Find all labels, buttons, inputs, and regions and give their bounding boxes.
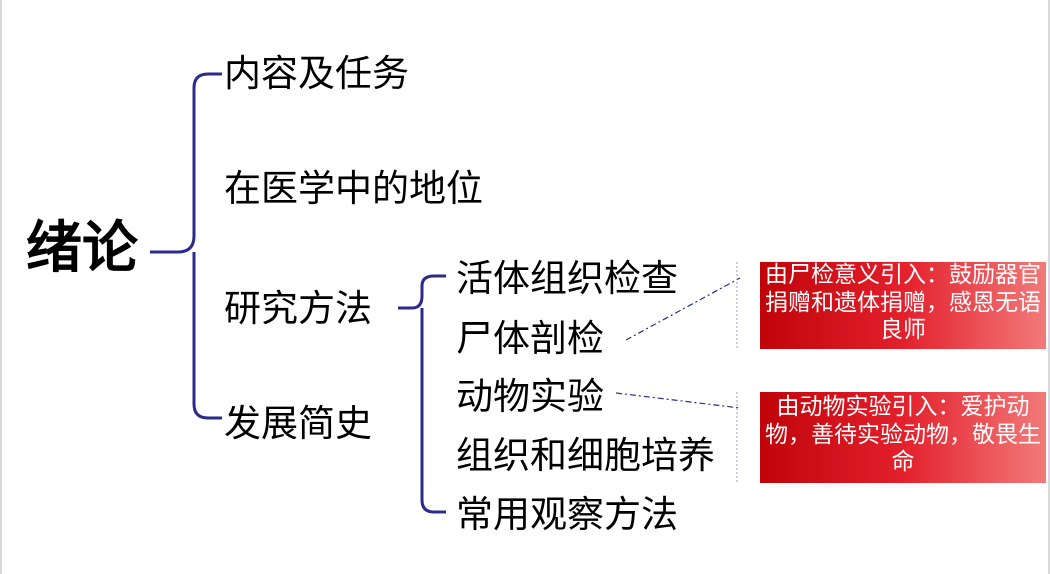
- method-autopsy: 尸体剖检: [456, 317, 604, 360]
- branch-history: 发展简史: [224, 402, 372, 445]
- branch-content-tasks: 内容及任务: [224, 52, 409, 95]
- method-animal-experiment: 动物实验: [456, 375, 604, 418]
- sub-bracket: [398, 274, 446, 514]
- method-tissue-cell-culture: 组织和细胞培养: [456, 434, 715, 477]
- root-title: 绪论: [26, 215, 138, 281]
- main-bracket: [150, 72, 222, 420]
- connector-animal-note: [615, 392, 741, 409]
- note-animal: 由动物实验引入：爱护动物，善待实验动物，敬畏生命: [760, 392, 1046, 483]
- branch-medical-status: 在医学中的地位: [224, 167, 483, 210]
- slide-left-border: [0, 0, 2, 574]
- method-observation: 常用观察方法: [456, 493, 678, 536]
- note-autopsy: 由尸检意义引入：鼓励器官捐赠和遗体捐赠，感恩无语良师: [760, 262, 1046, 349]
- branch-research-methods: 研究方法: [224, 287, 372, 330]
- method-biopsy: 活体组织检查: [456, 257, 678, 300]
- slide-right-border: [1048, 0, 1050, 574]
- connector-autopsy-note: [625, 277, 741, 341]
